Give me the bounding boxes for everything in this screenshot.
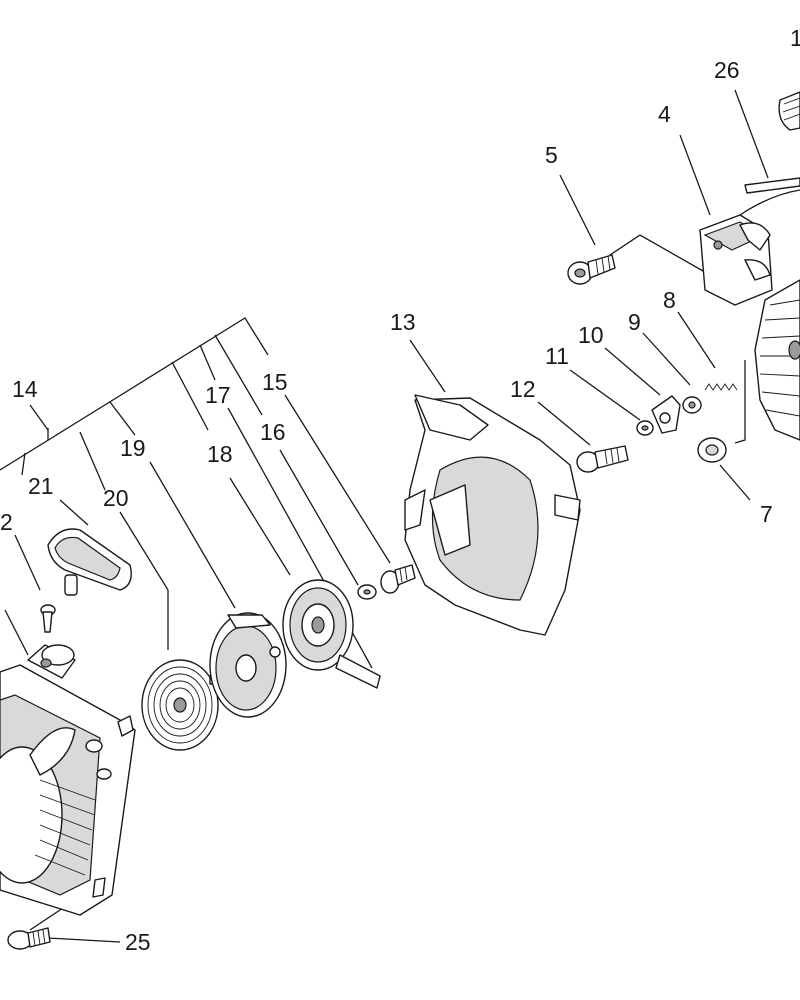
part-labels: 1 2 4 5 7 8 9 10 11 12 13 14 15 16 17 18… (0, 25, 800, 955)
leader-5b (609, 234, 711, 276)
wire-26 (744, 177, 800, 194)
label-14: 14 (12, 376, 38, 402)
starter-handle (47, 528, 132, 596)
leader-7-bracket (734, 360, 746, 444)
leader-10 (604, 347, 661, 396)
leader-9 (642, 332, 691, 386)
label-17: 17 (205, 382, 231, 408)
leader-14 (29, 404, 49, 431)
label-11: 11 (545, 343, 569, 369)
label-26: 26 (714, 57, 740, 83)
leader-8 (677, 311, 716, 369)
label-16: 16 (260, 419, 286, 445)
leader-4 (679, 134, 711, 216)
screw-5 (567, 254, 616, 285)
leader-20-up (79, 431, 106, 491)
leader-7 (719, 464, 751, 501)
label-12: 12 (510, 376, 536, 402)
rewind-spring (141, 659, 221, 751)
label-4: 4 (658, 101, 671, 127)
pawl-10 (651, 395, 681, 434)
label-18: 18 (207, 441, 233, 467)
washer-16 (357, 584, 377, 600)
leader-21 (59, 499, 89, 526)
rope-guide (27, 644, 76, 679)
label-25: 25 (125, 929, 151, 955)
leader-26 (734, 89, 769, 179)
leader-25 (47, 937, 121, 943)
spring-8 (704, 383, 738, 391)
label-1: 1 (790, 25, 800, 51)
spark-plug-cap (778, 91, 800, 131)
leader-12 (537, 401, 591, 446)
leader-5 (559, 174, 596, 246)
leader-18-up (171, 361, 209, 431)
label-19: 19 (120, 435, 146, 461)
flywheel (754, 279, 800, 441)
leader-19 (149, 461, 236, 609)
nut-7 (697, 437, 727, 463)
label-2: 2 (0, 509, 13, 535)
leader-21a (21, 452, 26, 476)
leader-2b (4, 609, 29, 656)
leader-group-14 (0, 317, 269, 471)
leader-18 (229, 477, 291, 576)
label-15: 15 (262, 369, 288, 395)
leader-2 (14, 534, 41, 591)
leader-11 (569, 369, 641, 421)
washer-11 (636, 420, 654, 436)
rope-pulley (282, 579, 381, 689)
screw-2 (40, 604, 56, 633)
label-7: 7 (760, 501, 773, 527)
leader-lines (0, 89, 769, 943)
washer-9 (682, 396, 702, 414)
label-9: 9 (628, 309, 641, 335)
fan-housing (404, 394, 581, 636)
leader-15 (284, 394, 391, 564)
leader-20 (119, 511, 169, 591)
spring-cover (209, 612, 287, 718)
label-5: 5 (545, 142, 558, 168)
leader-19-up (109, 401, 136, 436)
label-21: 21 (28, 473, 54, 499)
starter-housing (0, 664, 136, 916)
screw-15 (380, 564, 416, 594)
leader-16 (279, 449, 359, 586)
label-13: 13 (390, 309, 416, 335)
leader-17-up (199, 344, 216, 381)
label-10: 10 (578, 322, 604, 348)
leader-13 (409, 339, 446, 393)
label-20: 20 (103, 485, 129, 511)
screw-12 (576, 445, 629, 473)
label-8: 8 (663, 287, 676, 313)
leader-16-up (214, 334, 263, 416)
screw-25 (7, 927, 51, 950)
ignition-module (699, 189, 800, 306)
